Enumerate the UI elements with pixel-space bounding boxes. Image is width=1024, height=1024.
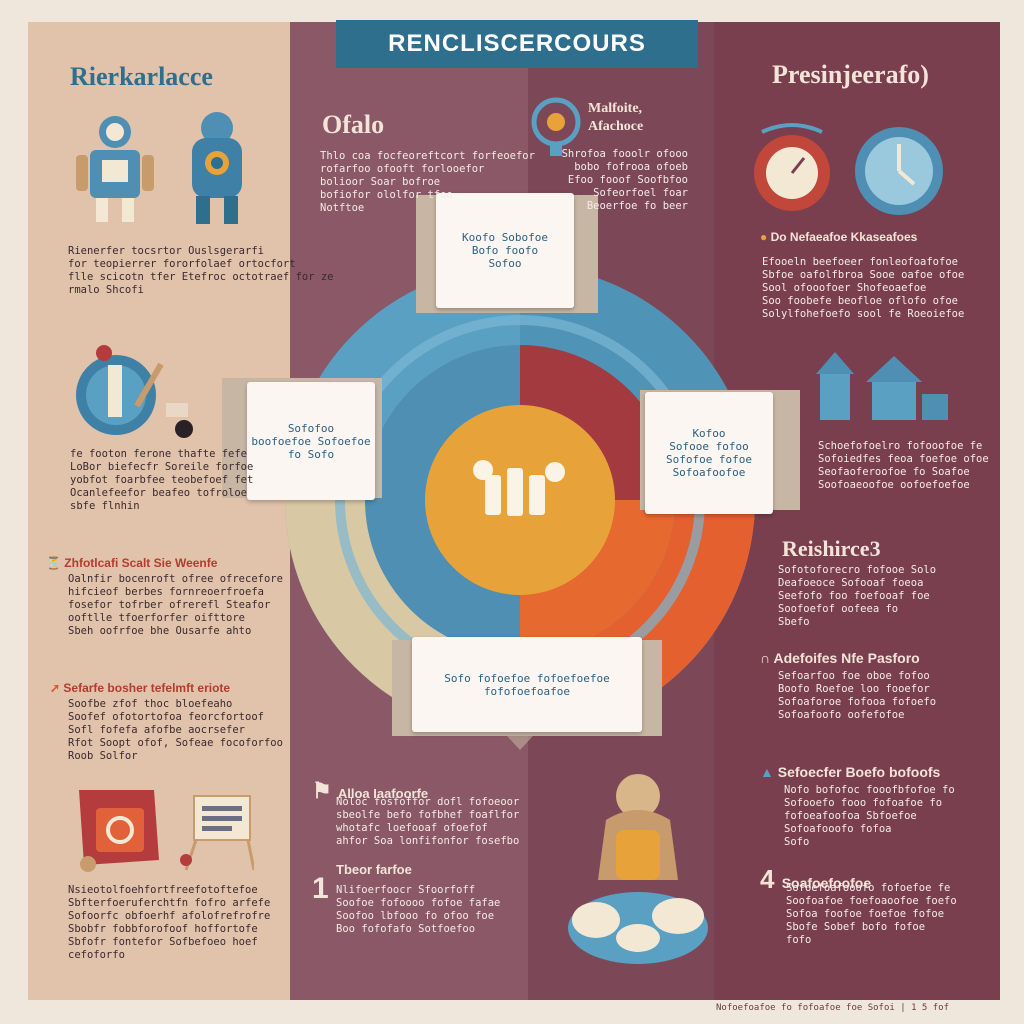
left-heading-4-text: Sefarfe bosher tefelmft eriote — [63, 681, 231, 695]
hands-icon — [473, 460, 565, 516]
right-heading-3: Reishirce3 — [782, 536, 881, 561]
mid-left-heading-3: Tbeor farfoe — [336, 862, 412, 877]
left-heading-3: ⏳ Zhfotlcafi Scalt Sie Weenfe — [46, 556, 217, 570]
right-heading-6: 4 Soafoefoofoe — [760, 864, 871, 895]
right-heading-1-text: Do Nefaeafoe Kkaseafoes — [770, 230, 918, 244]
mid-right-title: Malfoite, Afachoce — [588, 101, 644, 134]
left-paragraph-1: Rienerfer tocsrtor Ouslsgerarfi for teop… — [68, 245, 334, 296]
right-heading-4-text: Adefoifes Nfe Pasforo — [773, 650, 920, 666]
step-number-icon: 1 — [312, 872, 329, 905]
left-title: Rierkarlacce — [70, 62, 213, 91]
card-right: Kofoo Sofooe fofoo Sofofoe fofoe Sofoafo… — [645, 392, 773, 514]
right-paragraph-1: Efooeln beefoeer fonleofoafofoe Sbfoe oa… — [762, 256, 965, 320]
globe-icon — [76, 345, 193, 438]
left-paragraph-3: Oalnfir bocenroft ofree ofrecefore hifci… — [68, 573, 283, 637]
mid-left-heading-2-text: Alloa Iaafoorfe — [337, 786, 429, 801]
mid-left-title: Ofalo — [322, 110, 385, 139]
right-paragraph-4: Sefoarfoo foe oboe fofoo Boofo Roefoe lo… — [778, 670, 937, 721]
mid-left-paragraph-3: Nlifoerfoocr Sfoorfoff Soofoe fofoooo fo… — [336, 884, 501, 935]
step-number-icon: 4 — [760, 864, 782, 894]
mid-left-heading-2: ⚑ Alloa Iaafoorfe — [312, 778, 428, 804]
right-heading-1: ● Do Nefaeafoe Kkaseafoes — [760, 230, 917, 244]
right-paragraph-6: Sofoefoafooofo fofoefoe fe Soofoafoe foe… — [786, 882, 957, 946]
right-heading-5-text: Sefoecfer Boefo bofoofs — [777, 764, 941, 780]
figure-on-cloud-icon — [568, 774, 708, 964]
card-top: Koofo Sobofoe Bofo foofo Sofoo — [436, 193, 574, 308]
pin-icon: ● — [760, 230, 771, 244]
gauge-icon — [531, 97, 581, 156]
page-title: RENCLISCERCOURS — [336, 20, 698, 68]
mid-left-paragraph-1: Thlo coa focfeoreftcort forfeoefor rofar… — [320, 150, 535, 214]
sailboat-icon: ▲ — [760, 764, 778, 780]
left-heading-4: ➚ Sefarfe bosher tefelmft eriote — [50, 681, 230, 695]
right-paragraph-2: Schoefofoelro fofooofoe fe Sofoiedfes fe… — [818, 440, 989, 491]
right-paragraph-3: Sofotoforecro fofooe Solo Deafoeoce Sofo… — [778, 564, 937, 628]
left-paragraph-4: Soofbe zfof thoc bloefeaho Soofef ofotor… — [68, 698, 283, 762]
clock-icon — [855, 127, 943, 215]
robot-icon — [76, 116, 154, 222]
hourglass-icon: ⏳ — [46, 556, 65, 570]
brain-gauge-icon — [754, 123, 830, 211]
mid-right-paragraph-1: Shrofoa fooolr ofooo bobo fofrooa ofoeb … — [561, 148, 688, 212]
left-paragraph-5: Nsieotolfoehfortfreefotoftefoe Sbfterfoe… — [68, 884, 271, 961]
right-heading-4: ∩ Adefoifes Nfe Pasforo — [760, 650, 920, 666]
right-heading-5: ▲ Sefoecfer Boefo bofoofs — [760, 764, 940, 780]
rocket-icon: ➚ — [50, 681, 64, 695]
flag-icon: ⚑ — [312, 778, 338, 803]
left-heading-3-text: Zhfotlcafi Scalt Sie Weenfe — [64, 556, 218, 570]
astronaut-icon — [192, 112, 242, 224]
left-paragraph-2: fe footon ferone thafte fefe LoBor biefe… — [70, 448, 254, 512]
mid-left-paragraph-2: Noloc fosfoffor dofl fofoeoor sbeolfe be… — [336, 796, 520, 847]
arch-icon: ∩ — [760, 650, 774, 666]
central-ring-diagram — [280, 210, 760, 750]
card-bottom: Sofo fofoefoe fofoefoefoe fofofoefoafoe — [412, 637, 642, 732]
footer-credits: Nofoefoafoe fo fofoafoe foe Sofoi | 1 5 … — [716, 1003, 949, 1013]
briefcase-icon — [79, 790, 254, 872]
house-icon — [816, 352, 948, 420]
right-heading-6-text: Soafoefoofoe — [781, 875, 872, 891]
right-paragraph-5: Nofo bofofoc fooofbfofoe fo Sofooefo foo… — [784, 784, 955, 848]
card-left: Sofofoo boofoefoe Sofoefoe fo Sofo — [247, 382, 375, 500]
right-title: Presinjeerafo) — [772, 60, 929, 89]
